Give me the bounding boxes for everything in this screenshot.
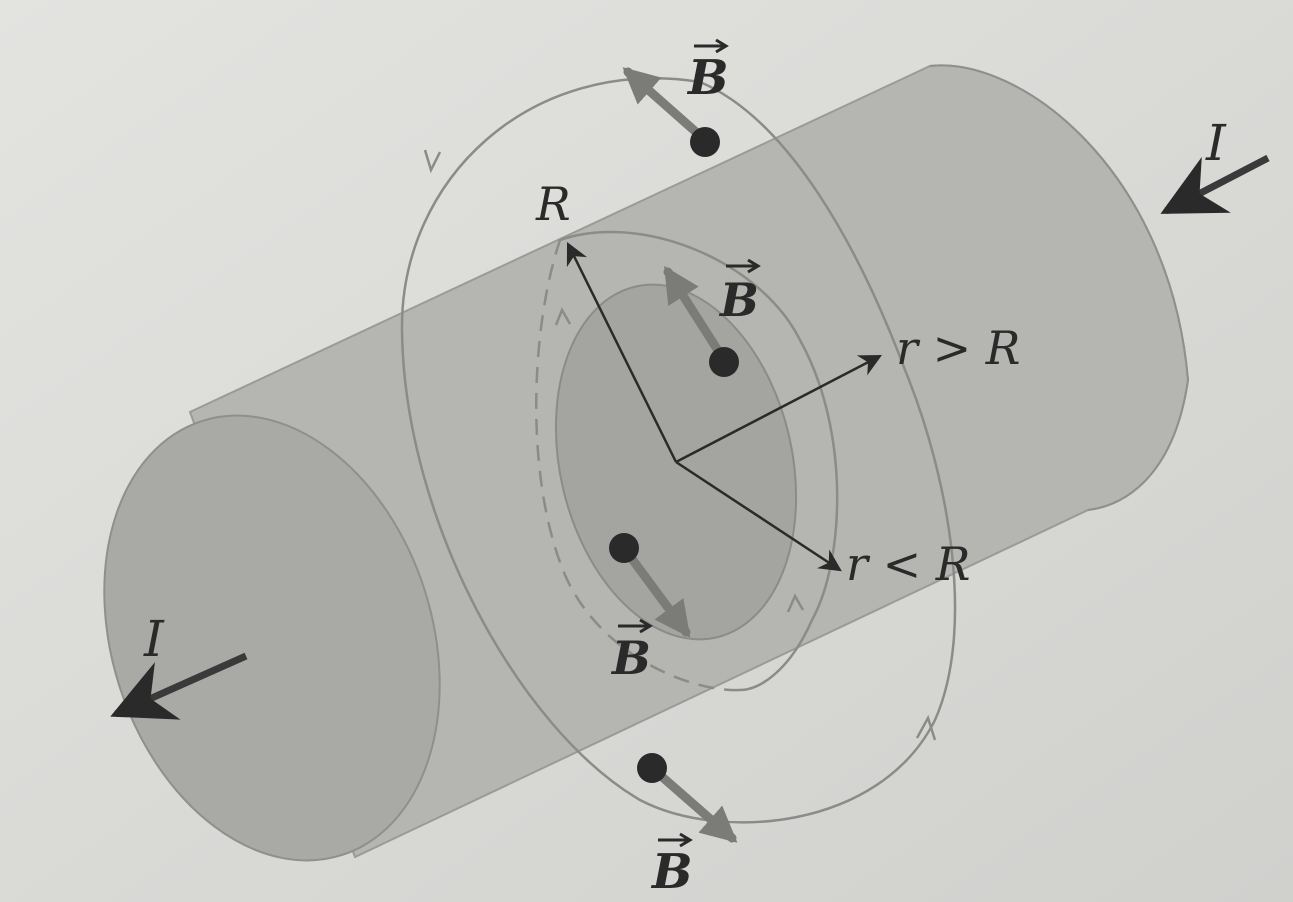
field-points <box>609 127 739 783</box>
field-symbol: B <box>610 631 651 685</box>
radius-vector-r-inside <box>675 460 842 572</box>
field-point-lower-left <box>609 533 639 563</box>
amperian-loop-dashed-back <box>535 239 741 692</box>
field-point-top <box>690 127 720 157</box>
field-arrow-inner <box>663 265 729 365</box>
amperian-loop-at-radius <box>559 230 839 692</box>
loop-direction-arrow <box>915 714 937 741</box>
current-arrow-right <box>1160 154 1270 215</box>
field-label-lower: B <box>610 618 653 685</box>
vector-accent-icon <box>618 618 653 634</box>
radius-label: R <box>535 177 571 231</box>
vector-accent-icon <box>658 832 693 848</box>
field-point-inner <box>709 347 739 377</box>
radius-vectors <box>566 241 882 572</box>
field-symbol: B <box>686 50 729 106</box>
current-label-left: I <box>143 610 165 668</box>
radius-vector-R <box>566 241 678 463</box>
loop-direction-arrow <box>786 593 805 613</box>
field-arrow-bottom <box>647 763 738 843</box>
r-outside-label: r > R <box>896 321 1020 375</box>
field-arrow-lower-left <box>619 543 691 638</box>
current-arrow-left <box>110 652 248 720</box>
cylinder-far-rim <box>929 64 1190 511</box>
r-inside-label: r < R <box>846 537 970 591</box>
field-label-inner: B <box>718 258 761 327</box>
vector-accent-icon <box>726 258 761 274</box>
field-label-top: B <box>686 38 729 106</box>
loop-direction-arrow <box>554 307 572 326</box>
field-symbol: B <box>650 844 693 900</box>
vector-accent-icon <box>694 38 729 54</box>
radius-vector-r-outside <box>675 354 882 464</box>
field-vectors <box>619 67 738 843</box>
field-point-bottom <box>637 753 667 783</box>
field-label-bottom: B <box>650 832 693 900</box>
current-label-right: I <box>1205 114 1227 172</box>
field-symbol: B <box>718 273 759 327</box>
loop-direction-arrow <box>423 149 442 174</box>
field-arrow-top <box>622 67 710 145</box>
